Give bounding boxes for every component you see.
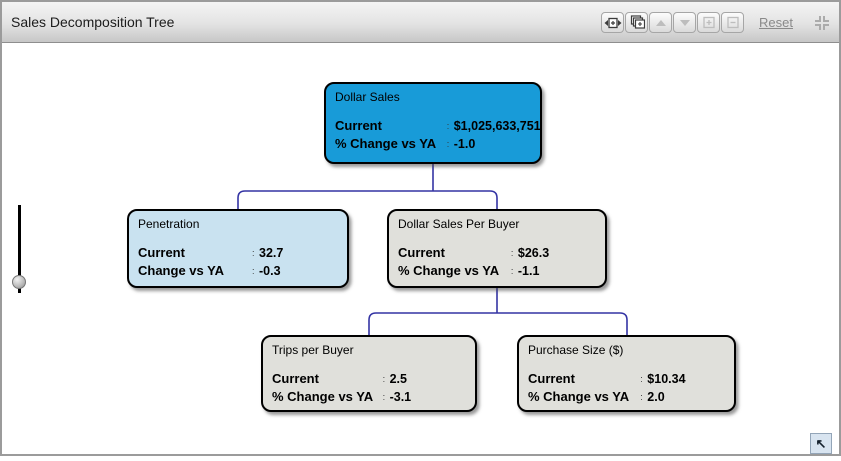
metric-label: Current — [138, 245, 185, 260]
metric-value: $10.34 — [640, 370, 685, 389]
metric-label: % Change vs YA — [528, 389, 630, 404]
metric-label: % Change vs YA — [335, 136, 437, 151]
metric-label: Current — [335, 118, 382, 133]
node-dollar-sales[interactable]: Dollar Sales Current $1,025,633,751 % Ch… — [324, 82, 542, 164]
toolbar: Reset — [601, 2, 831, 43]
node-metrics: Current $26.3 % Change vs YA -1.1 — [398, 244, 596, 280]
metric-label: % Change vs YA — [398, 263, 500, 278]
node-metrics: Current 2.5 % Change vs YA -3.1 — [272, 370, 466, 406]
metric-value: -3.1 — [383, 388, 412, 407]
node-title: Penetration — [138, 217, 200, 231]
cascade-windows-icon — [630, 15, 645, 29]
metric-label: Current — [272, 371, 319, 386]
metric-row: % Change vs YA -1.0 — [335, 135, 531, 153]
expand-all-button[interactable] — [697, 12, 721, 33]
node-title: Dollar Sales — [335, 90, 400, 104]
metric-value: -1.0 — [447, 135, 476, 154]
fit-width-button[interactable] — [601, 12, 625, 33]
metric-label: % Change vs YA — [272, 389, 374, 404]
node-purchase-size[interactable]: Purchase Size ($) Current $10.34 % Chang… — [517, 335, 736, 412]
node-title: Trips per Buyer — [272, 343, 354, 357]
move-down-button[interactable] — [673, 12, 697, 33]
metric-row: Current 32.7 — [138, 244, 338, 262]
metric-value: -1.1 — [511, 262, 540, 281]
metric-value: -0.3 — [252, 262, 281, 281]
node-metrics: Current 32.7 Change vs YA -0.3 — [138, 244, 338, 280]
pan-to-origin-button[interactable]: ↖ — [810, 433, 832, 454]
expand-horizontal-icon — [604, 17, 622, 28]
plus-box-icon — [702, 16, 715, 28]
metric-value: 2.5 — [383, 370, 407, 389]
minus-box-icon — [726, 16, 739, 28]
collapse-corners-icon[interactable] — [813, 15, 831, 31]
triangle-up-icon — [655, 19, 666, 26]
panel-header: Sales Decomposition Tree — [2, 2, 839, 43]
metric-label: Current — [528, 371, 575, 386]
node-metrics: Current $1,025,633,751 % Change vs YA -1… — [335, 117, 541, 153]
triangle-down-icon — [679, 19, 690, 26]
metric-row: % Change vs YA 2.0 — [528, 388, 725, 406]
tree-canvas: Dollar Sales Current $1,025,633,751 % Ch… — [2, 44, 839, 454]
metric-label: Change vs YA — [138, 263, 224, 278]
metric-row: % Change vs YA -1.1 — [398, 262, 596, 280]
metric-row: Current 2.5 — [272, 370, 466, 388]
metric-value: $1,025,633,751 — [447, 117, 541, 136]
node-title: Dollar Sales Per Buyer — [398, 217, 520, 231]
metric-value: $26.3 — [511, 244, 549, 263]
node-metrics: Current $10.34 % Change vs YA 2.0 — [528, 370, 725, 406]
node-penetration[interactable]: Penetration Current 32.7 Change vs YA -0… — [127, 209, 349, 288]
metric-row: Current $26.3 — [398, 244, 596, 262]
cascade-button[interactable] — [625, 12, 649, 33]
node-title: Purchase Size ($) — [528, 343, 624, 357]
reset-link[interactable]: Reset — [759, 15, 793, 30]
nw-arrow-icon: ↖ — [815, 435, 827, 451]
collapse-all-button[interactable] — [721, 12, 745, 33]
metric-row: % Change vs YA -3.1 — [272, 388, 466, 406]
metric-row: Current $1,025,633,751 — [335, 117, 541, 135]
slider-thumb[interactable] — [12, 275, 26, 289]
move-up-button[interactable] — [649, 12, 673, 33]
metric-label: Current — [398, 245, 445, 260]
node-dollar-sales-per-buyer[interactable]: Dollar Sales Per Buyer Current $26.3 % C… — [387, 209, 607, 288]
zoom-slider[interactable] — [12, 205, 27, 295]
metric-value: 32.7 — [252, 244, 283, 263]
metric-row: Current $10.34 — [528, 370, 725, 388]
node-trips-per-buyer[interactable]: Trips per Buyer Current 2.5 % Change vs … — [261, 335, 477, 412]
page-title: Sales Decomposition Tree — [11, 14, 175, 30]
metric-row: Change vs YA -0.3 — [138, 262, 338, 280]
metric-value: 2.0 — [640, 388, 664, 407]
slider-track — [18, 205, 21, 293]
